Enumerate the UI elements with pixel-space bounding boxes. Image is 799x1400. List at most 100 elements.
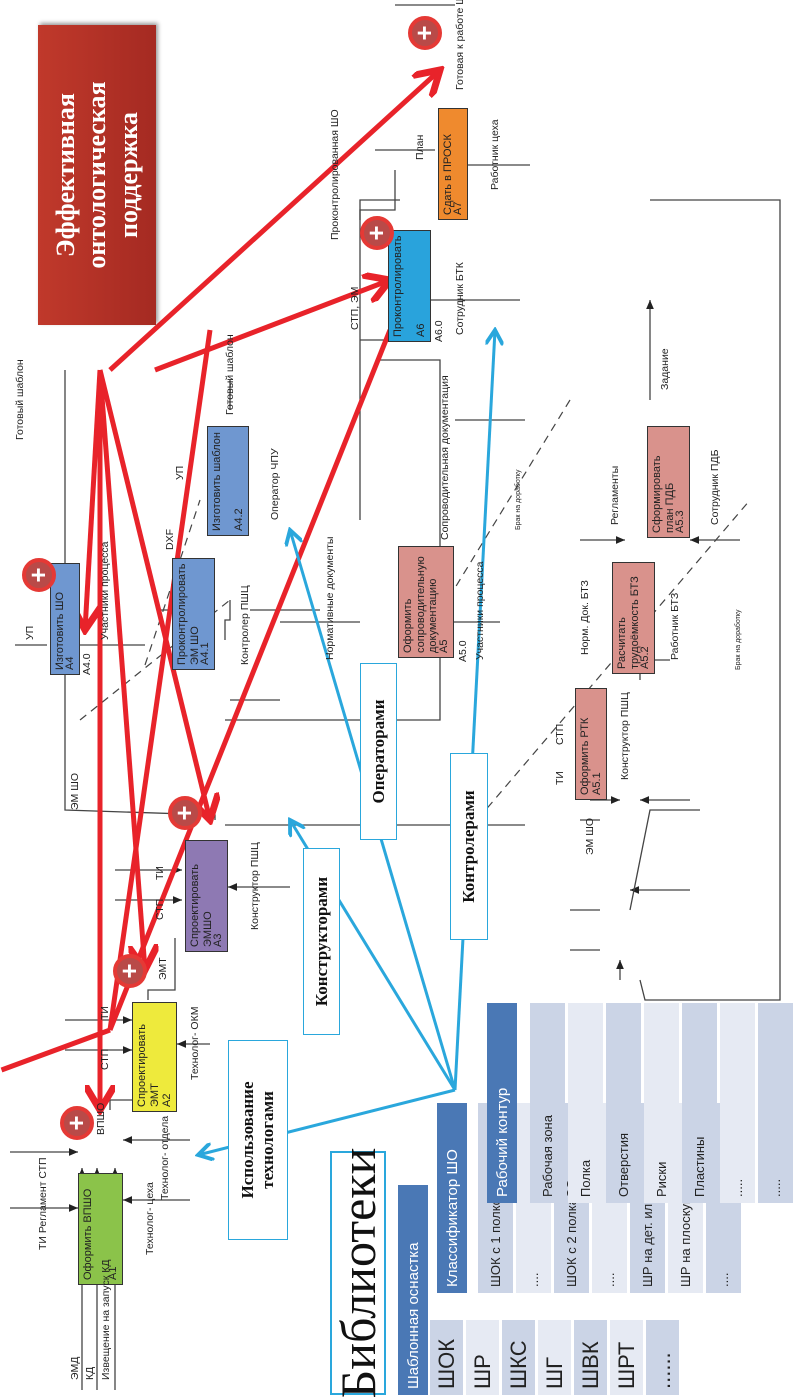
activity-a5-subcode: A5.0 [457,640,469,662]
activity-a5-3[interactable]: Сформировать план ПДБ A5.3 [647,426,690,538]
label-a53-out: Задание [659,348,671,390]
expand-plus-icon-a6[interactable]: + [360,216,394,250]
activity-code: A5.1 [591,772,604,795]
tag-text: Конструкторами [311,876,331,1007]
label-em-sho: ЭМ ШО [69,772,81,810]
label-a1-mech2: Технолог- отдела [159,1115,171,1200]
library-column-header: Шаблонная оснастка [398,1185,428,1395]
label-a4-mech: Участники процесса [99,541,111,640]
label-a2-ctrl2: ТИ [99,1006,111,1020]
tag-text: Контролерами [459,790,478,903]
activity-code: A2 [161,1093,174,1107]
library-item[interactable]: ШОК [430,1320,463,1395]
label-controlled: Проконтролированная ШО [329,109,341,240]
label-a41-mech: Контролер ПШЦ [239,585,251,665]
activity-a5[interactable]: Оформить сопроводительную документацию A… [398,546,454,658]
banner-text: Эффективная онтологическая поддержка [51,81,143,269]
label-a5-mech: Участники процесса [474,561,486,660]
activity-title: Спроектировать ЭМТ [136,1024,161,1107]
label-brak1: Брак на доработку [515,469,522,530]
label-a1-in2: КД [84,1366,96,1380]
label-a2-ctrl1: СТП [99,1048,111,1070]
library-item[interactable]: Риски [644,1003,679,1203]
expand-plus-icon-a1[interactable]: + [60,1106,94,1140]
tag-operators: Операторами [360,663,397,840]
library-item[interactable]: Рабочая зона [530,1003,565,1203]
activity-a6-subcode: A6.0 [433,320,445,342]
label-emt: ЭМТ [157,957,169,980]
expand-plus-icon-a7[interactable]: + [408,16,442,50]
activity-title: Оформить сопроводительную документацию [402,556,440,653]
label-a42-ctrl: УП [174,465,186,480]
activity-title: Спроектировать ЭМШО [189,864,214,947]
library-title: Библиотеки [330,1148,386,1398]
activity-code: A4.2 [233,508,246,531]
library-title-text: Библиотеки [330,1147,386,1399]
activity-a4-subcode: A4.0 [81,653,93,675]
label-a7-ctrl: План [414,134,426,160]
library-item[interactable]: Полка [568,1003,603,1203]
red-support-arrows [0,70,441,1110]
activity-a5-1[interactable]: Оформить РТК A5.1 [575,688,607,800]
library-item[interactable]: ШРТ [610,1320,643,1395]
label-vpsho: ВПШО [95,1102,107,1135]
label-ready-template-out: Готовый шаблон [14,359,26,440]
activity-title: Изготовить ШО [54,591,66,670]
library-item[interactable]: ШР [466,1320,499,1395]
activity-title: Проконтролировать [392,235,404,337]
activity-code: A7 [452,201,465,215]
activity-code: A4.1 [199,642,212,665]
label-a7-mech: Работник цеха [489,119,501,190]
activity-code: A3 [212,933,225,947]
activity-a7[interactable]: Сдать в ПРОСК A7 [438,108,468,220]
activity-a4-2[interactable]: Изготовить шаблон A4.2 [207,426,249,536]
label-a6-ctrl: СТП, ЭМ [349,286,361,330]
activity-code: A5.2 [639,646,652,669]
activity-title: Оформить ВПШО [82,1188,94,1280]
library-item[interactable]: Пластины [682,1003,717,1203]
expand-plus-icon-a2[interactable]: + [113,954,147,988]
label-a53-ctrl: Регламенты [609,465,621,525]
library-item[interactable]: ШВК [574,1320,607,1395]
label-a1-ctrl: ТИ Регламент СТП [37,1157,49,1250]
tag-constructors: Конструкторами [303,848,340,1035]
label-a42-mech: Оператор ЧПУ [269,448,281,520]
tag-controllers: Контролерами [450,753,488,940]
activity-a2[interactable]: Спроектировать ЭМТ A2 [132,1002,177,1112]
label-a3-mech: Конструктор ПШЦ [249,842,261,930]
label-a53-mech: Сотрудник ПДБ [709,449,721,525]
library-item[interactable]: Отверстия [606,1003,641,1203]
activity-a6[interactable]: Проконтролировать A6 [388,230,431,342]
library-item[interactable]: ШГ [538,1320,571,1395]
label-a1-in1: ЭМД [69,1356,81,1380]
library-item[interactable]: ..... [758,1003,793,1203]
activity-title: Проконтролировать ЭМ ШО [176,563,201,665]
activity-a3[interactable]: Спроектировать ЭМШО A3 [185,840,228,952]
library-item[interactable]: ..... [720,1003,755,1203]
label-a52-mech: Работник БТЗ [669,592,681,660]
activity-a5-2[interactable]: Расчитать трудоёмкость БТЗ A5.2 [612,562,655,674]
activity-code: A5 [438,639,451,653]
label-a4-ctrl: УП [24,625,36,640]
tag-technologists: Использование технологами [228,1040,288,1240]
activity-title: Оформить РТК [579,717,591,795]
tag-text: Использование технологами [238,1081,277,1199]
activity-title: Изготовить шаблон [211,432,223,531]
library-item[interactable]: ...... [646,1320,679,1395]
library-column-header: Классификатор ШО [437,1103,467,1293]
label-a51-ctrl2: СТП [554,723,566,745]
label-a1-mech1: Технолог- цеха [144,1182,156,1255]
label-a51-mech: Конструктор ПШЦ [619,692,631,780]
label-soprov: Сопроводительная документация [439,375,451,540]
activity-a4-1[interactable]: Проконтролировать ЭМ ШО A4.1 [172,558,215,670]
library-column-header: Рабочий контур [487,1003,517,1203]
label-brak2: Брак на доработку [735,609,742,670]
label-a51-in: ЭМ ШО [584,817,596,855]
expand-plus-icon-a3[interactable]: + [168,796,202,830]
ontology-support-banner: Эффективная онтологическая поддержка [38,25,156,325]
library-item[interactable]: ШКС [502,1320,535,1395]
label-a1-in3: Извещение на запуск КД [100,1259,112,1380]
expand-plus-icon-a4[interactable]: + [22,558,56,592]
label-a3-ctrl2: ТИ [154,866,166,880]
